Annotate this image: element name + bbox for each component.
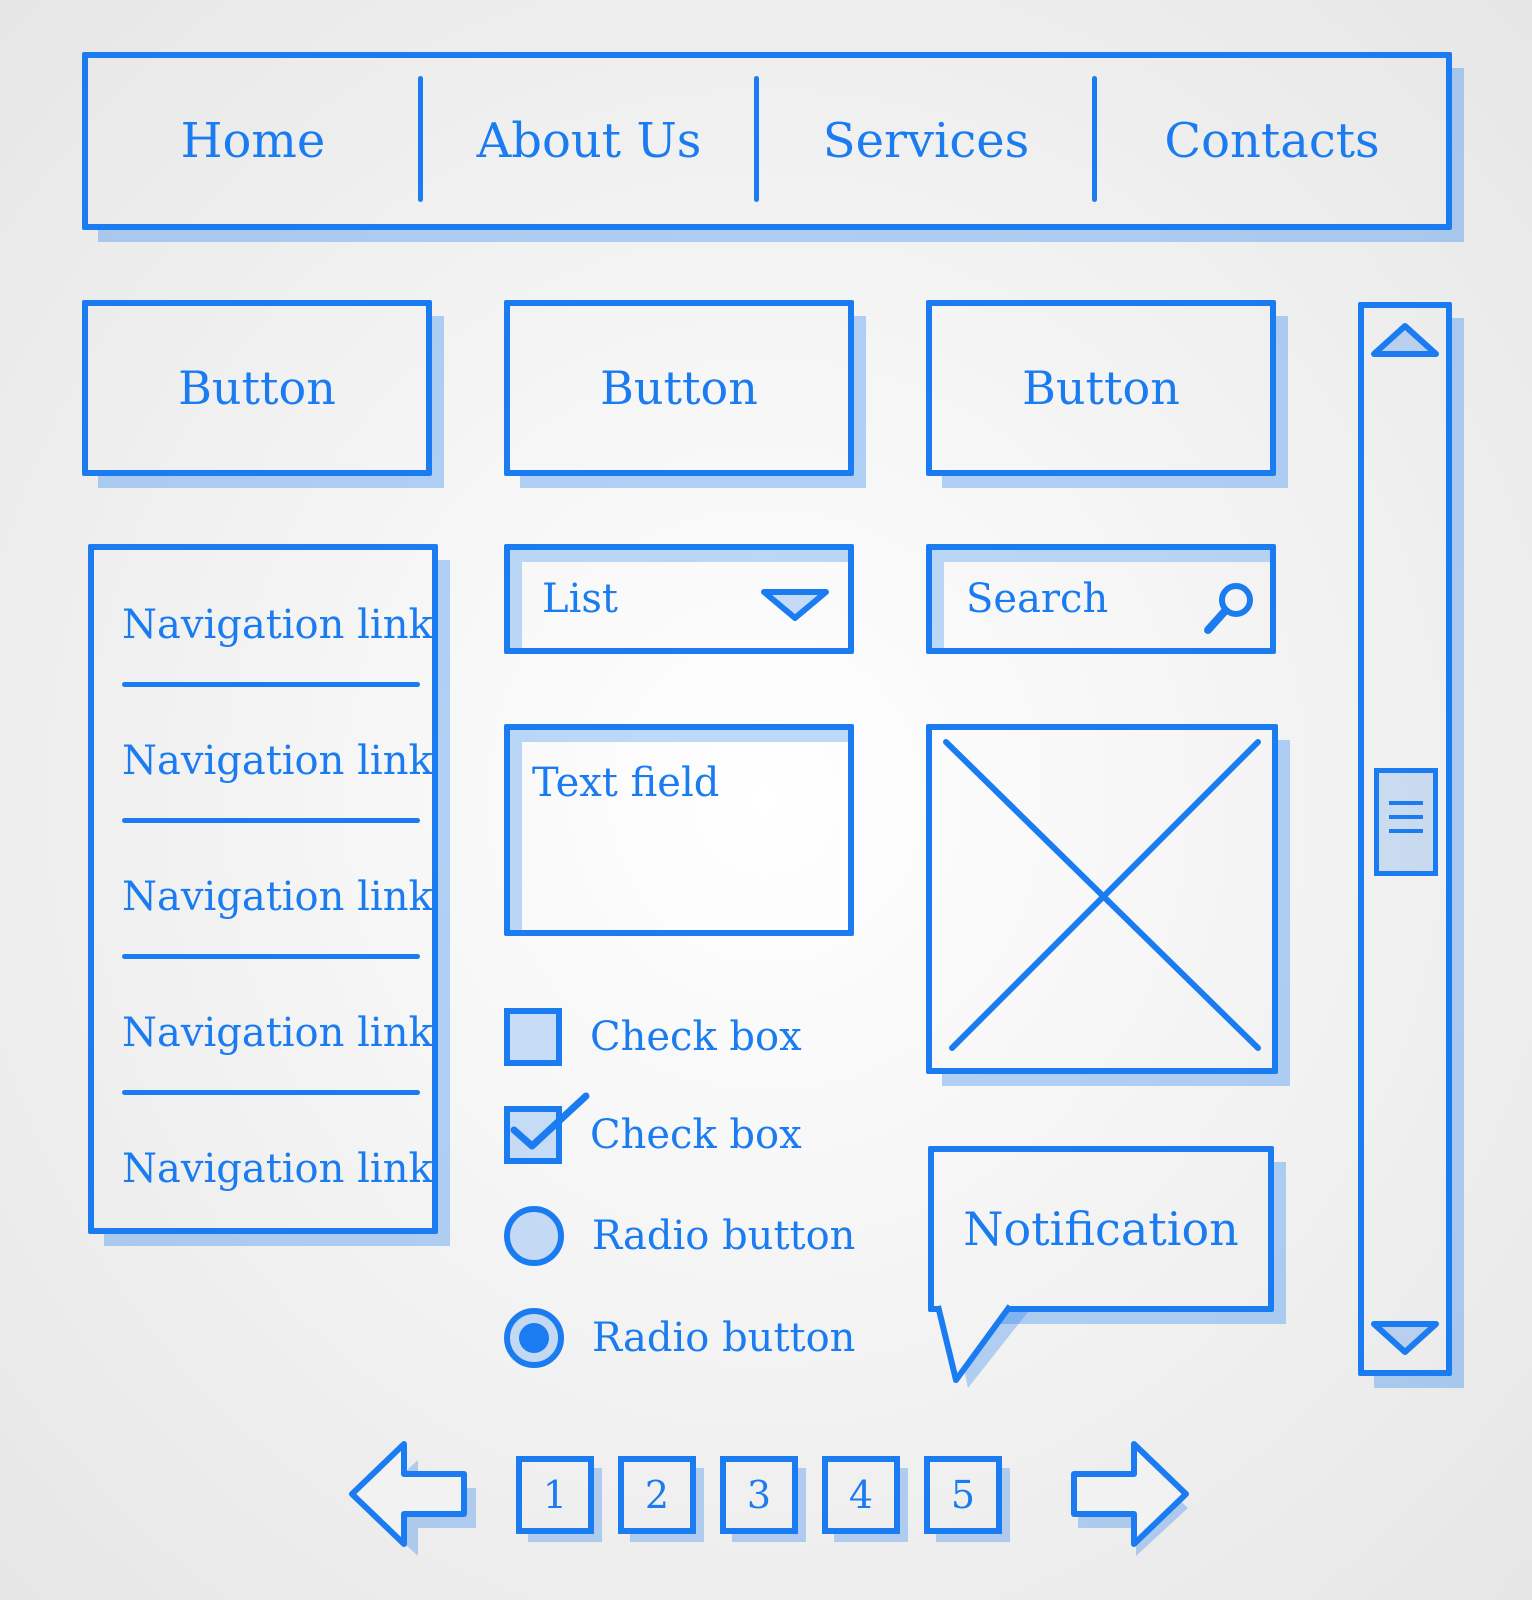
button-3[interactable]: Button [926,300,1276,476]
checkbox-unchecked[interactable] [504,1008,562,1066]
image-placeholder-x-icon [943,739,1261,1051]
checkbox-row-2[interactable]: Check box [504,1092,802,1164]
triangle-up-icon[interactable] [1370,322,1440,358]
notification-text: Notification [963,1202,1239,1256]
radio-label: Radio button [592,1315,856,1361]
page-number: 1 [542,1473,568,1517]
grip-line [1389,815,1423,819]
text-field[interactable]: Text field [504,724,854,936]
nav-tab-label: Home [180,113,326,169]
arrow-left-icon[interactable] [346,1434,486,1564]
radio-row-1[interactable]: Radio button [504,1206,855,1266]
nav-tab-label: Services [822,113,1030,169]
radio-row-2[interactable]: Radio button [504,1308,855,1368]
arrow-right-icon[interactable] [1056,1434,1196,1564]
checkbox-label: Check box [590,1014,802,1060]
side-nav-divider [122,682,420,687]
nav-tab-label: About Us [476,113,702,169]
side-nav-link-4[interactable]: Navigation link [122,1010,433,1056]
nav-tab-about-us[interactable]: About Us [424,58,754,224]
checkbox-label: Check box [590,1112,802,1158]
side-nav-panel: Navigation link Navigation link Navigati… [88,544,438,1234]
top-nav-bar: Home About Us Services Contacts [82,52,1452,230]
scrollbar-thumb[interactable] [1374,768,1438,876]
side-nav-link-3[interactable]: Navigation link [122,874,433,920]
button-label: Button [178,361,336,415]
button-1[interactable]: Button [82,300,432,476]
notification-bubble: Notification [928,1146,1274,1312]
side-nav-divider [122,818,420,823]
nav-divider [754,76,759,202]
text-field-label: Text field [532,760,720,806]
page-button-2[interactable]: 2 [618,1456,696,1534]
grip-line [1389,801,1423,805]
search-placeholder: Search [966,576,1109,622]
magnifier-icon[interactable] [1198,580,1258,640]
dropdown-label: List [542,576,618,622]
side-nav-link-2[interactable]: Navigation link [122,738,433,784]
radio-unselected[interactable] [504,1206,564,1266]
checkbox-row-1[interactable]: Check box [504,1008,802,1066]
page-number: 2 [644,1473,670,1517]
page-button-1[interactable]: 1 [516,1456,594,1534]
page-button-4[interactable]: 4 [822,1456,900,1534]
nav-divider [418,76,423,202]
page-number: 5 [950,1473,976,1517]
radio-dot [519,1323,549,1353]
radio-selected[interactable] [504,1308,564,1368]
side-nav-link-5[interactable]: Navigation link [122,1146,433,1192]
checkbox-checked[interactable] [504,1092,590,1164]
triangle-down-icon [761,589,829,621]
grip-line [1389,829,1423,833]
page-button-5[interactable]: 5 [924,1456,1002,1534]
list-dropdown[interactable]: List [504,544,854,654]
nav-tab-home[interactable]: Home [88,58,418,224]
button-2[interactable]: Button [504,300,854,476]
triangle-down-icon[interactable] [1370,1320,1440,1356]
nav-tab-label: Contacts [1164,113,1380,169]
search-input[interactable]: Search [926,544,1276,654]
button-label: Button [1022,361,1180,415]
radio-label: Radio button [592,1213,856,1259]
image-placeholder [926,724,1278,1074]
side-nav-divider [122,954,420,959]
nav-tab-contacts[interactable]: Contacts [1098,58,1446,224]
vertical-scrollbar[interactable] [1358,302,1452,1376]
nav-tab-services[interactable]: Services [760,58,1092,224]
speech-bubble-tail-icon [935,1304,1028,1388]
page-number: 3 [746,1473,772,1517]
side-nav-link-1[interactable]: Navigation link [122,602,433,648]
checkmark-icon [510,1092,590,1150]
page-button-3[interactable]: 3 [720,1456,798,1534]
button-label: Button [600,361,758,415]
nav-divider [1092,76,1097,202]
side-nav-divider [122,1090,420,1095]
page-number: 4 [848,1473,874,1517]
